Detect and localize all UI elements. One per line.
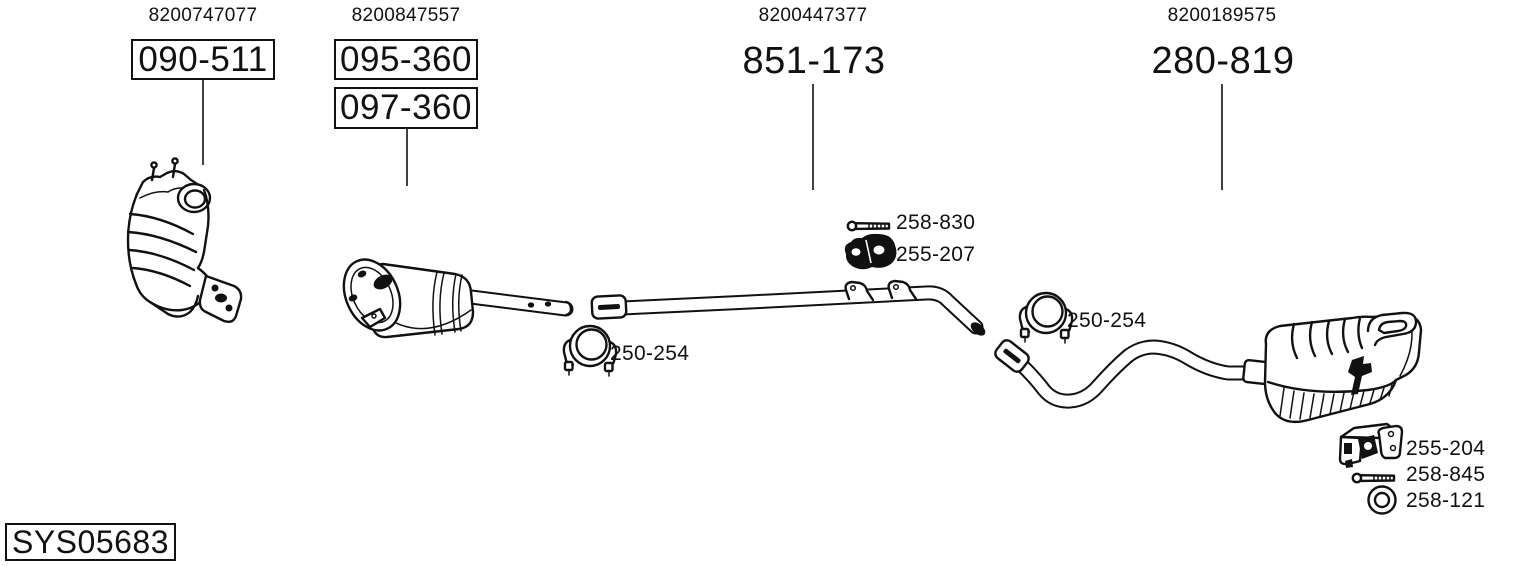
part-number-label[interactable]: 280-819 [1151,40,1295,82]
oem-ref-label: 8200447377 [758,5,868,26]
callout-label[interactable]: 250-254 [1067,309,1147,332]
ring-icon [1367,485,1397,515]
part-number-label[interactable]: 851-173 [742,40,886,82]
center-muffler-drawing [342,258,574,339]
oem-ref-label: 8200847557 [351,5,461,26]
leader-lines [202,79,1223,190]
rubber-mount-icon [844,233,897,270]
intermediate-pipe-drawing [590,279,986,336]
hanger-bracket-icon [1338,422,1404,468]
callout-label[interactable]: 258-845 [1406,463,1486,486]
bolt-icon [1351,472,1396,484]
pipe-hanger-bracket [887,279,918,301]
callout-label[interactable]: 250-254 [610,342,690,365]
callout-label[interactable]: 258-830 [896,211,976,234]
bolt-icon [846,220,891,232]
system-code-box: SYS05683 [5,523,176,561]
callout-label[interactable]: 255-204 [1406,437,1486,460]
part-number-box[interactable]: 095-360 [334,39,478,80]
clamp-icon [1018,291,1074,345]
pipe-hanger-bracket [844,280,875,302]
catalytic-converter-drawing [126,157,243,324]
oem-ref-label: 8200189575 [1167,5,1277,26]
callout-label[interactable]: 258-121 [1406,489,1486,512]
callout-label[interactable]: 255-207 [896,243,976,266]
oem-ref-label: 8200747077 [148,5,258,26]
part-number-box[interactable]: 090-511 [131,39,275,80]
tail-pipe [1366,311,1418,347]
part-number-box[interactable]: 097-360 [334,87,478,129]
clamp-icon [562,324,618,378]
rear-muffler-drawing [994,311,1423,424]
